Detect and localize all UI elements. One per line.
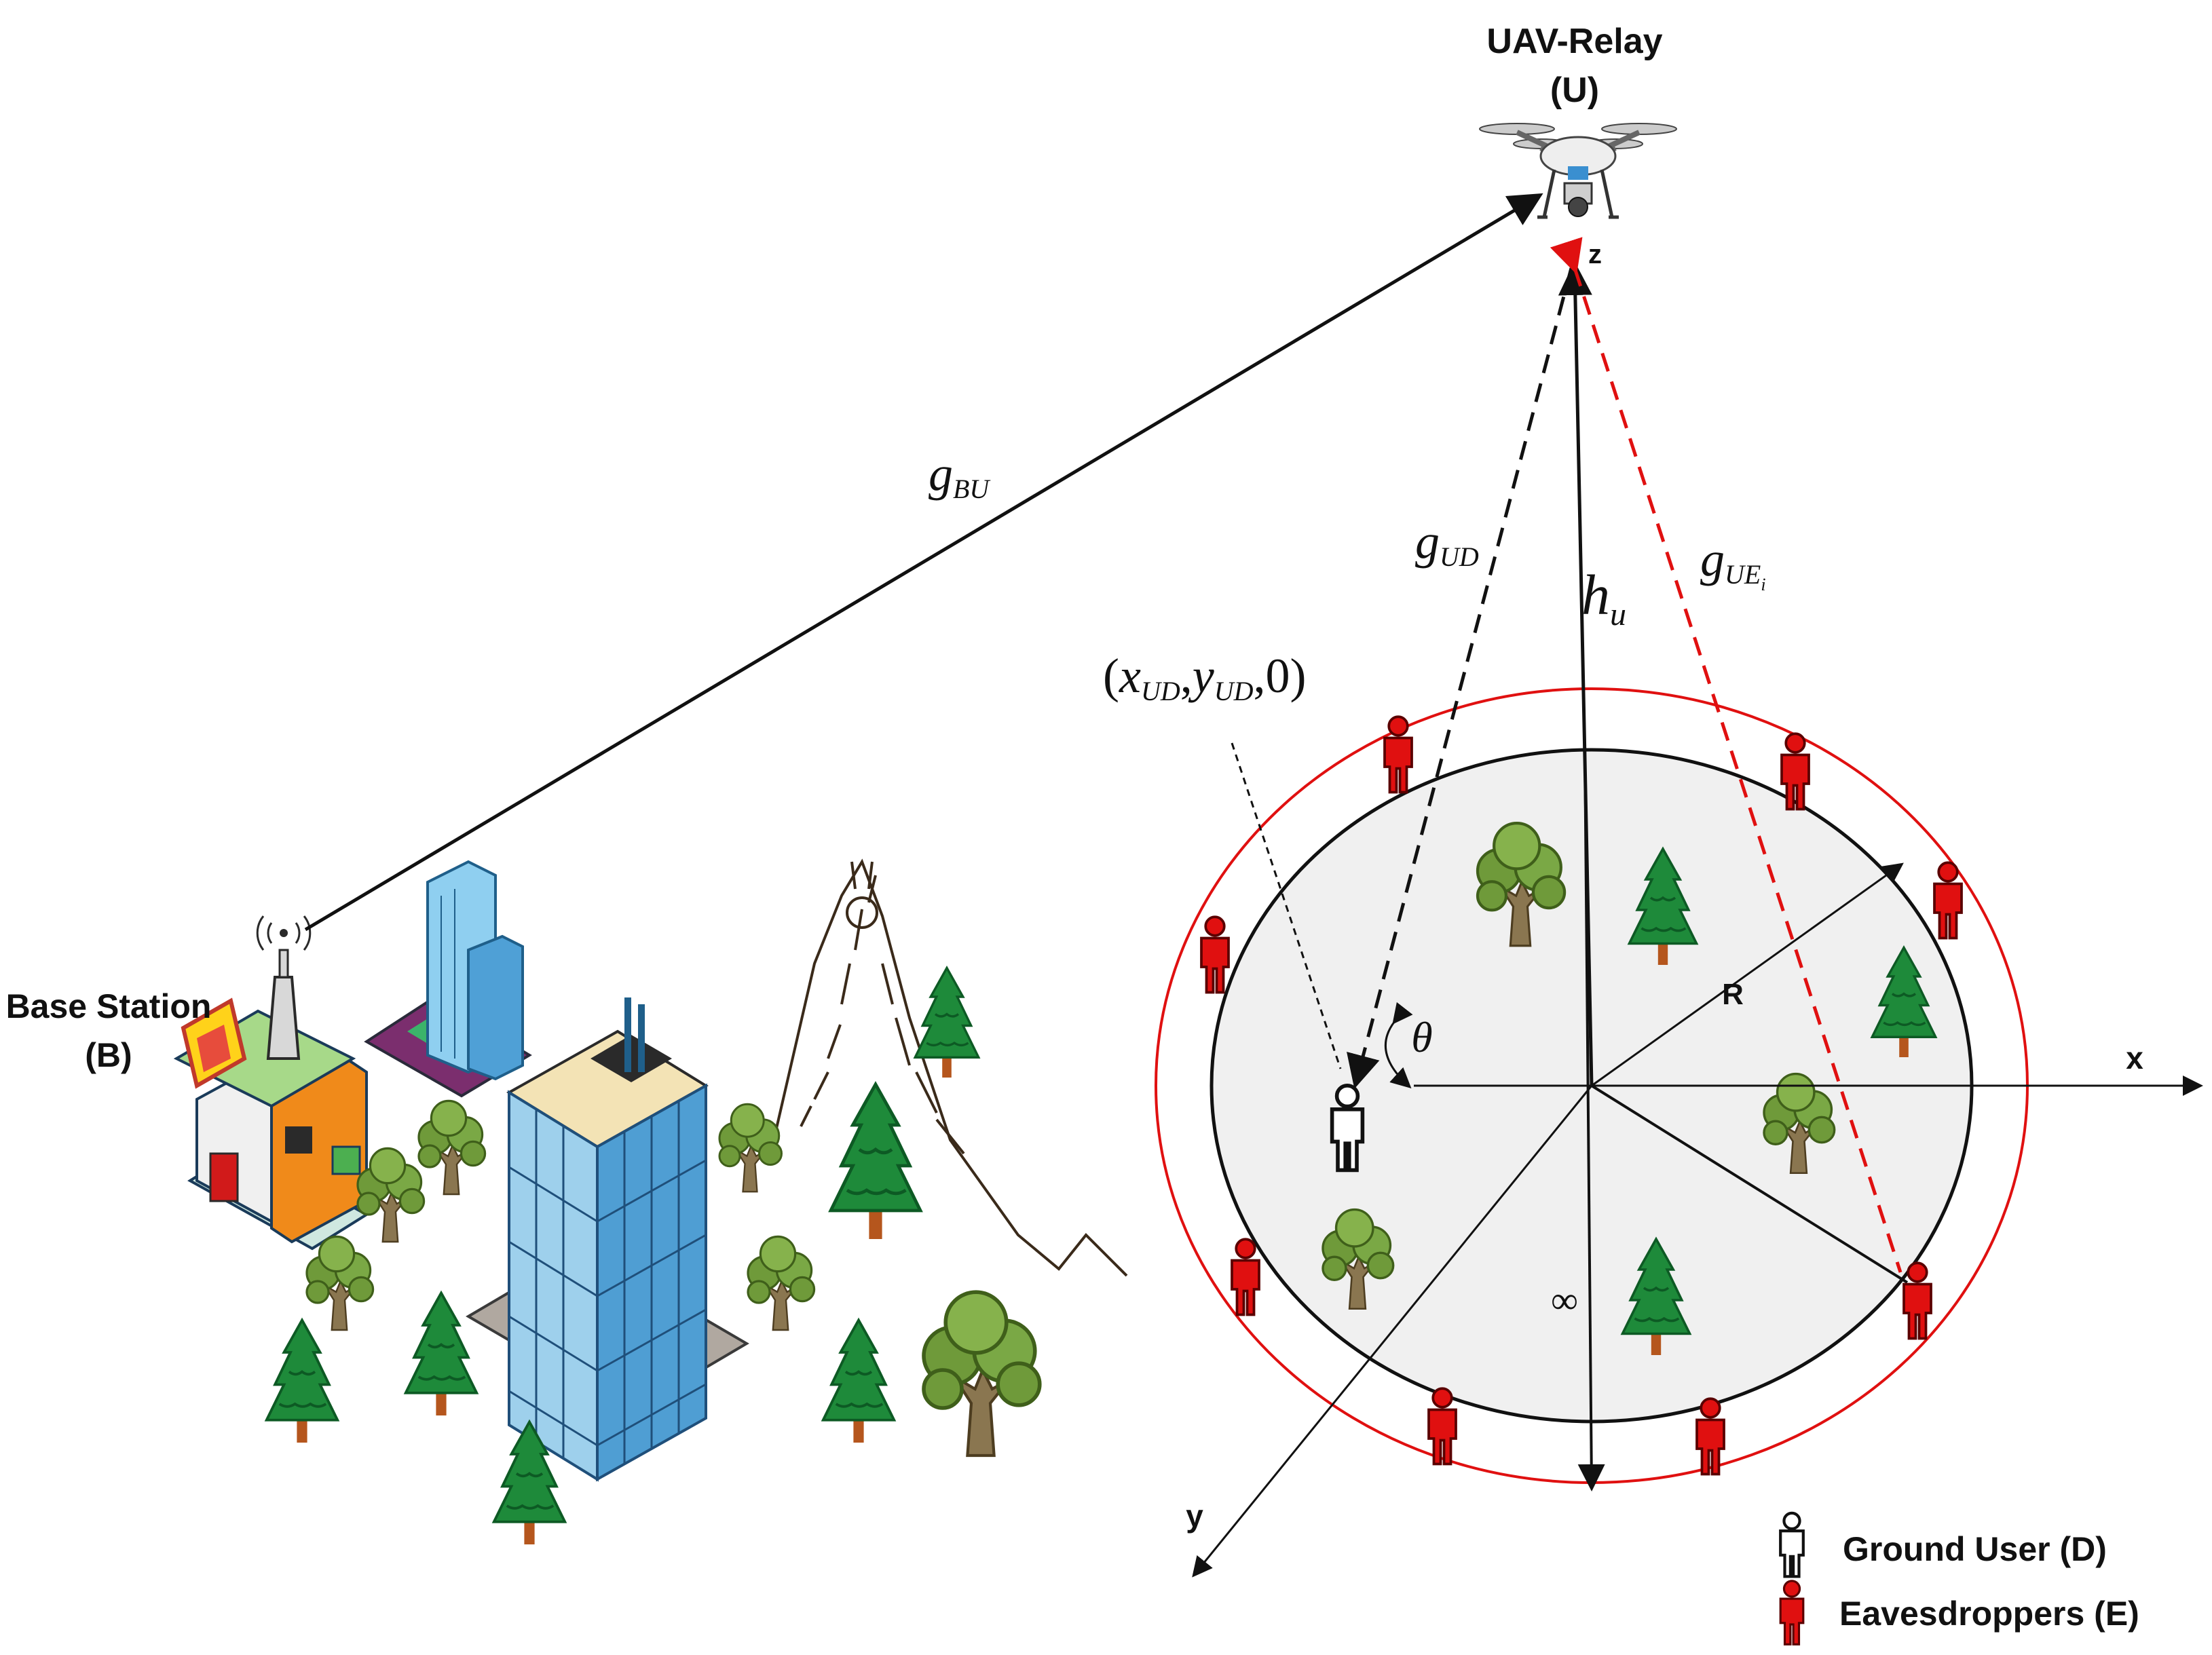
legend-eavesdropper-label: Eavesdroppers (E) (1839, 1595, 2139, 1633)
eavesdropper-icon (1231, 1238, 1260, 1316)
ground-user-icon (1332, 1086, 1363, 1171)
coordinate-pointer (1231, 742, 1342, 1069)
link-uav-eavesdropper (1550, 237, 1902, 1273)
eavesdropper-icon (1902, 1261, 1932, 1340)
label-h-u: hu (1581, 564, 1626, 632)
g-symbol: g (1415, 514, 1440, 569)
subscript-u: u (1610, 596, 1626, 632)
subscript-ud: UD (1440, 541, 1479, 572)
eavesdropper-icon (1200, 915, 1230, 994)
label-g-bu: gBU (929, 446, 991, 504)
eavesdropper-icon (1780, 732, 1810, 811)
height-line (1558, 261, 1594, 1086)
legend-eavesdropper-icon (1779, 1580, 1805, 1646)
subscript-i: i (1761, 575, 1765, 594)
x-axis-label: x (2126, 1040, 2143, 1076)
eavesdropper-icon (1695, 1397, 1725, 1476)
h-symbol: h (1581, 564, 1610, 627)
z-axis-label: z (1588, 240, 1602, 269)
link-base-station-uav (304, 193, 1543, 932)
legend-ground-user-label: Ground User (D) (1843, 1530, 2107, 1568)
skyscraper-back (364, 860, 532, 1098)
theta-label: θ (1411, 1013, 1432, 1061)
channel-labels: gBU gUD gUEi hu (xUD,yUD,0) (929, 446, 1766, 706)
g-symbol: g (929, 446, 953, 501)
g-symbol: g (1700, 532, 1725, 586)
label-g-ud: gUD (1415, 514, 1479, 572)
office-building-front (466, 997, 749, 1482)
link-uav-user (1347, 267, 1573, 1089)
y-axis (1192, 1085, 1593, 1578)
theta-arc (1384, 1002, 1413, 1089)
eavesdropper-icon (1933, 861, 1963, 940)
uav-symbol: (U) (1550, 71, 1599, 110)
subscript-bu: BU (953, 474, 991, 504)
eavesdropper-radius-line (1590, 1084, 1909, 1284)
mountain-sketch (772, 858, 1128, 1277)
uav-title: UAV-Relay (1486, 22, 1662, 61)
urban-scene: Base Station (B) (6, 858, 1128, 1546)
infinity-symbol: ∞ (1551, 1280, 1578, 1322)
uav-drone (1479, 123, 1677, 219)
base-station-symbol: (B) (85, 1036, 132, 1074)
label-g-ue: gUEi (1700, 532, 1766, 594)
coverage-geometry: x y z R ∞ θ (1155, 237, 2203, 1578)
base-station-building (173, 915, 369, 1251)
label-user-coordinates: (xUD,yUD,0) (1103, 649, 1306, 706)
base-station-title: Base Station (6, 987, 212, 1025)
eavesdropper-icon (1427, 1387, 1457, 1466)
legend-ground-user-icon (1780, 1513, 1803, 1576)
subscript-ue: UE (1725, 559, 1761, 590)
y-axis-label: y (1186, 1498, 1203, 1534)
height-line-lower (1577, 746, 1605, 1491)
radius-label: R (1722, 978, 1744, 1011)
eavesdropper-icon (1383, 715, 1413, 794)
legend: Ground User (D) Eavesdroppers (E) (1779, 1513, 2139, 1646)
radius-line (1591, 862, 1904, 1087)
